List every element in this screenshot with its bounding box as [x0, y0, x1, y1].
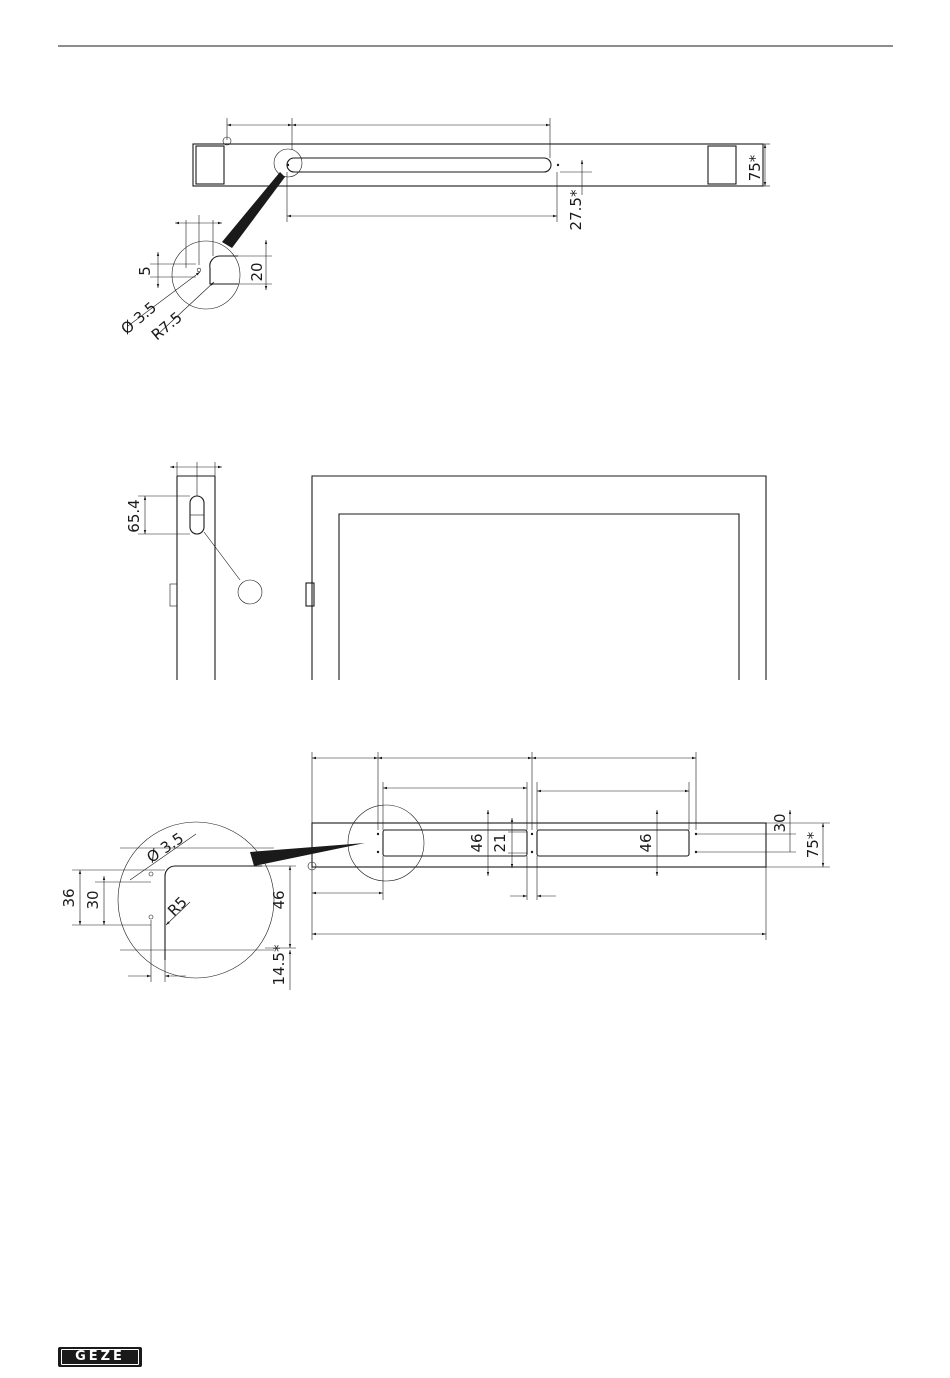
- geze-logo: GEZE: [58, 1347, 142, 1367]
- geze-logo-text: GEZE: [61, 1349, 139, 1365]
- top-slot-center-right: [557, 164, 559, 166]
- top-slot-center-left: [287, 164, 289, 166]
- detail-b-hole-bottom: [149, 915, 153, 919]
- side-tab: [170, 584, 177, 606]
- bottom-dim-46-right: 46: [637, 833, 655, 852]
- detail-b-diameter: Ø 3.5: [143, 829, 187, 867]
- door-frame-view: [306, 476, 766, 680]
- top-left-endcap: [196, 146, 224, 184]
- bottom-dim-46-left: 46: [468, 833, 486, 852]
- detail-a: 5 20 Ø 3.5 R7.5: [118, 215, 272, 344]
- side-dim-65-4: 65.4: [125, 499, 143, 532]
- door-frame-inner: [339, 514, 739, 680]
- detail-a-hole: [197, 268, 201, 272]
- bottom-leader: [250, 843, 365, 866]
- detail-b-dim-30: 30: [84, 890, 102, 909]
- top-detail-circle: [274, 149, 302, 177]
- top-slot: [287, 158, 551, 172]
- door-frame-tab: [306, 583, 314, 606]
- detail-a-circle: [172, 241, 240, 309]
- detail-b-dim-46: 46: [270, 890, 288, 909]
- detail-b-radius: R5: [164, 893, 191, 920]
- detail-b-dim-36: 36: [60, 888, 78, 907]
- side-detail-marker: [238, 580, 262, 604]
- detail-b-circle: [118, 822, 274, 978]
- detail-b: Ø 3.5 36 30 R5 46 14.5*: [60, 822, 296, 990]
- top-view: 75* 27.5*: [193, 118, 770, 248]
- detail-a-dim-20: 20: [248, 262, 266, 281]
- bottom-cutout-right: [537, 830, 689, 856]
- bottom-dim-75: 75*: [804, 831, 822, 858]
- detail-a-slot-end: [210, 256, 238, 284]
- detail-a-dim-5: 5: [136, 266, 154, 276]
- bottom-dim-30: 30: [771, 813, 789, 832]
- bottom-detail-circle: [348, 805, 424, 881]
- side-view: 65.4: [125, 462, 262, 680]
- detail-b-hole-top: [149, 872, 153, 876]
- top-leader: [222, 172, 285, 248]
- bottom-dim-21: 21: [491, 833, 509, 852]
- door-frame-outer: [312, 476, 766, 680]
- top-offset-label: 27.5*: [567, 189, 585, 230]
- detail-b-dim-14-5: 14.5*: [270, 944, 288, 985]
- top-height-label: 75*: [746, 154, 764, 181]
- bottom-view: 46 21 46 30 75*: [250, 752, 830, 940]
- top-right-endcap: [708, 146, 736, 184]
